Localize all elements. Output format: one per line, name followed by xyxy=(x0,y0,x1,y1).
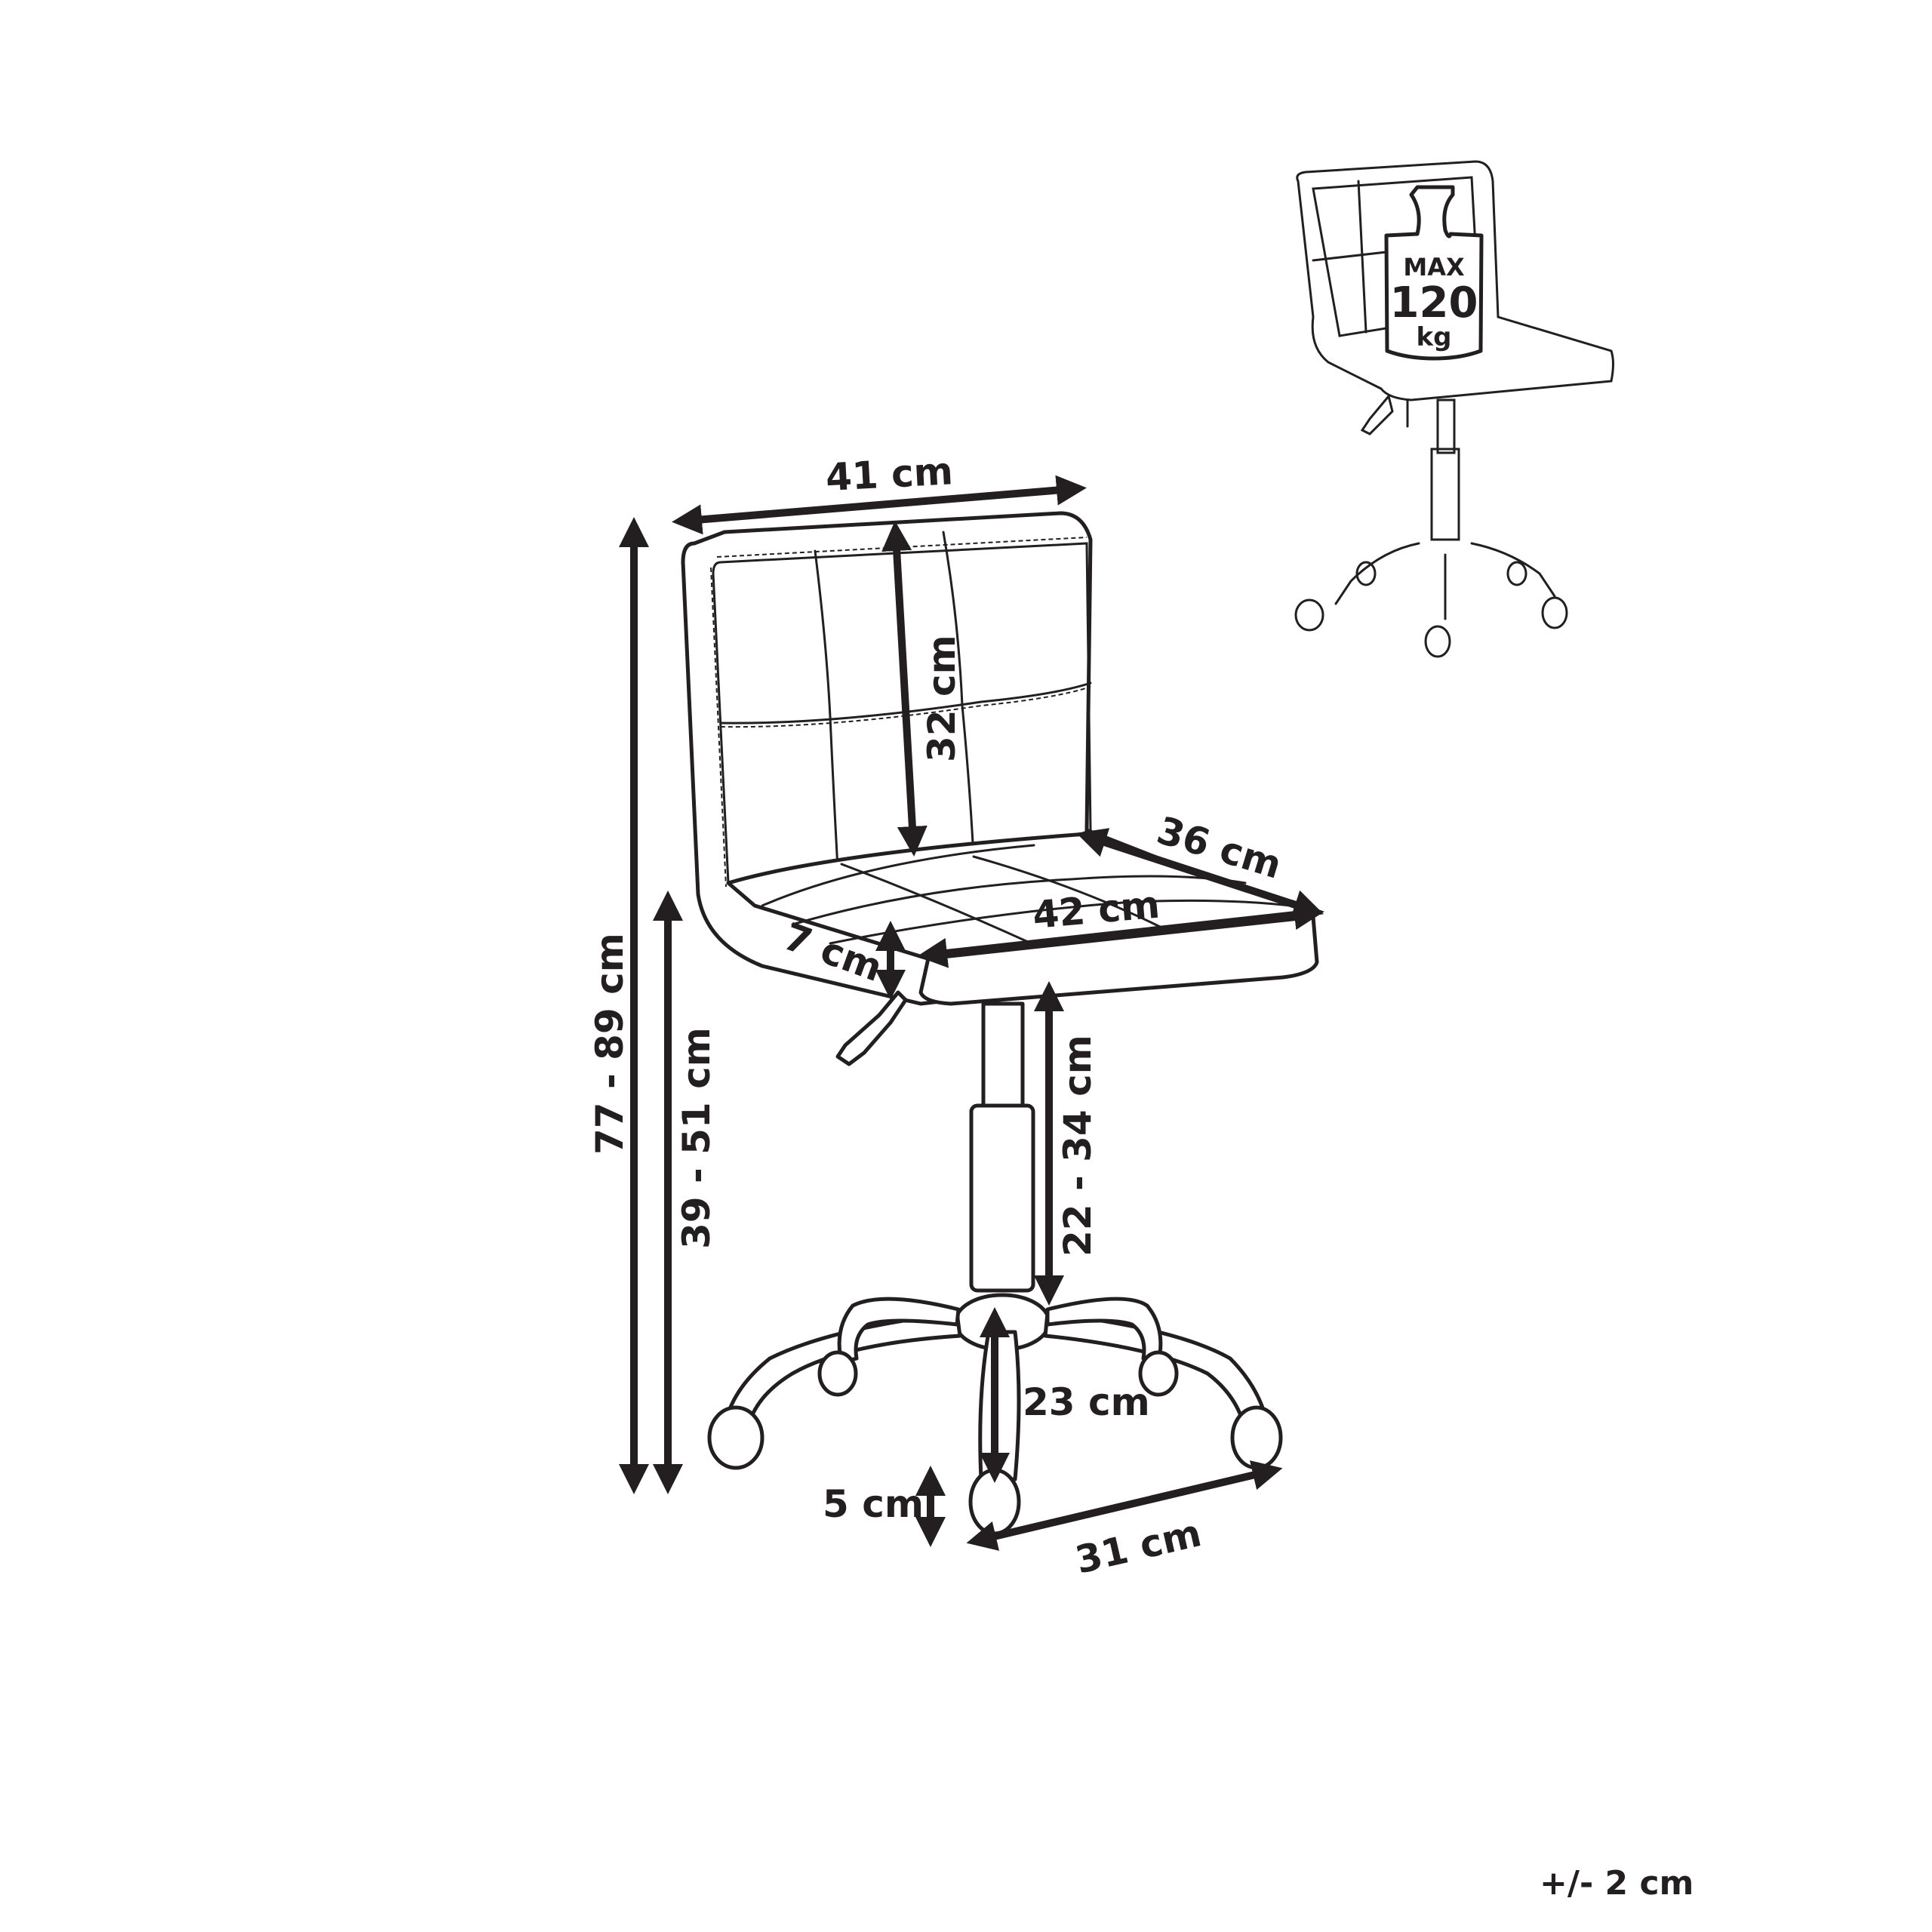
dim-seat-width xyxy=(917,900,1324,968)
label-backrest-width: 41 cm xyxy=(825,449,955,500)
tolerance-note: +/- 2 cm xyxy=(1540,1864,1694,1903)
dim-seat-depth xyxy=(1075,828,1324,919)
dim-backrest-width xyxy=(672,475,1087,535)
label-seat-height: 39 - 51 cm xyxy=(675,1027,718,1249)
max-load-value: 120 xyxy=(1390,278,1478,328)
max-load-label: MAX xyxy=(1403,253,1465,281)
main-chair-illustration xyxy=(681,511,1319,1536)
weight-icon xyxy=(1384,185,1484,361)
max-load-unit: kg xyxy=(1417,322,1452,352)
dim-caster-spacing xyxy=(966,1460,1283,1551)
label-backrest-height: 32 cm xyxy=(920,635,964,762)
label-caster-spacing: 31 cm xyxy=(1072,1511,1205,1582)
dim-backrest-height xyxy=(881,521,928,857)
label-column-height: 22 - 34 cm xyxy=(1056,1035,1100,1257)
label-leg-length: 23 cm xyxy=(1023,1380,1150,1424)
label-caster-height: 5 cm xyxy=(823,1482,924,1526)
max-load-illustration: MAX 120 kg xyxy=(1294,160,1614,658)
dimension-lines xyxy=(619,475,1324,1551)
label-total-height: 77 - 89 cm xyxy=(588,933,632,1155)
